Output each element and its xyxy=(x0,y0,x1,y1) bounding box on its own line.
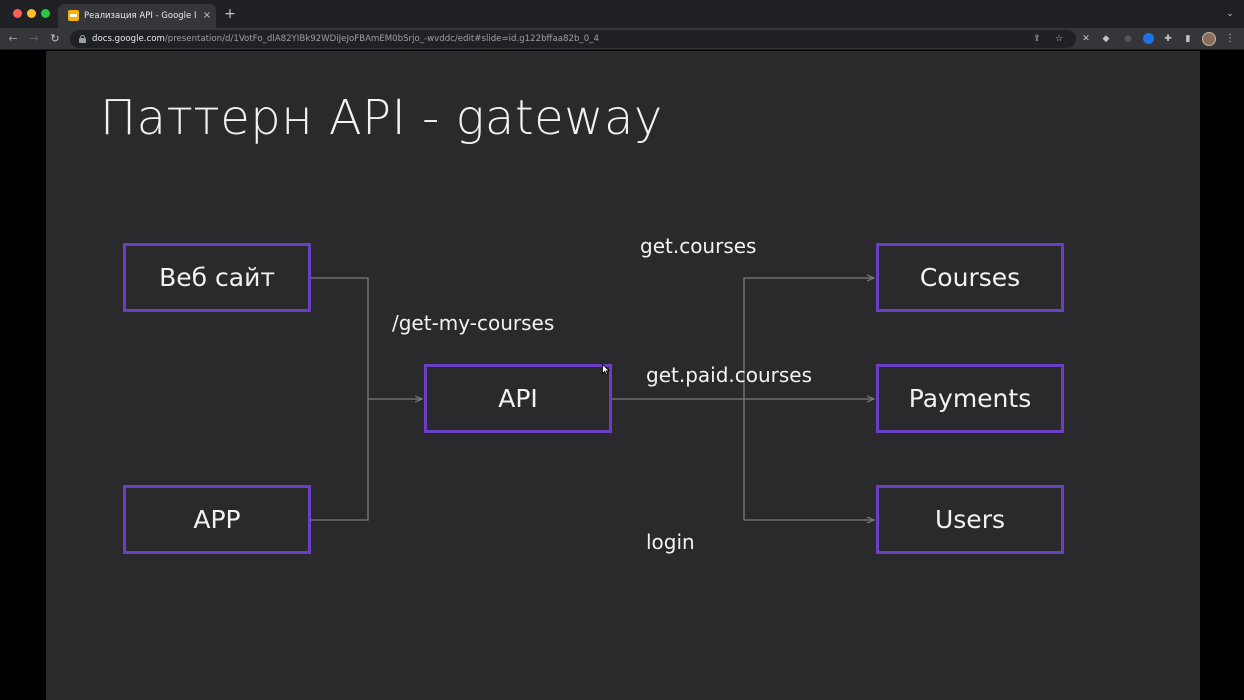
node-app: APP xyxy=(123,485,311,554)
connector-app-api xyxy=(311,399,369,521)
browser-toolbar: ← → ↻ docs.google.com/presentation/d/1Vo… xyxy=(0,28,1244,50)
slide-title: Паттерн API - gateway xyxy=(100,90,663,146)
tab-close-icon[interactable]: × xyxy=(202,10,212,21)
node-website: Веб сайт xyxy=(123,243,311,312)
lock-icon[interactable] xyxy=(79,35,86,43)
new-tab-button[interactable]: + xyxy=(224,6,236,22)
url-path: /presentation/d/1VotFo_dlA82YIBk92WDiJeJ… xyxy=(164,34,599,44)
google-slides-icon xyxy=(68,10,79,21)
profile-avatar[interactable] xyxy=(1202,32,1216,46)
slide: Паттерн API - gateway Веб сайт APP API C… xyxy=(46,51,1200,700)
reload-button[interactable]: ↻ xyxy=(50,32,60,45)
presentation-viewport: Паттерн API - gateway Веб сайт APP API C… xyxy=(0,51,1244,700)
window-close-button[interactable] xyxy=(13,9,22,18)
label-get-my-courses: /get-my-courses xyxy=(392,311,555,335)
url-host: docs.google.com xyxy=(92,34,165,44)
address-bar[interactable]: docs.google.com/presentation/d/1VotFo_dl… xyxy=(70,30,1076,48)
side-panel-icon[interactable]: ▮ xyxy=(1185,34,1191,44)
node-payments: Payments xyxy=(876,364,1064,433)
bookmark-star-icon[interactable]: ☆ xyxy=(1054,34,1064,44)
window-minimize-button[interactable] xyxy=(27,9,36,18)
browser-tab-active[interactable]: Реализация API - Google Пре × xyxy=(58,4,216,28)
window-maximize-button[interactable] xyxy=(41,9,50,18)
browser-menu-icon[interactable]: ⋮ xyxy=(1225,33,1235,44)
back-button[interactable]: ← xyxy=(8,32,18,45)
extension-translate-icon[interactable]: ✕ xyxy=(1082,34,1090,44)
label-login: login xyxy=(646,530,695,554)
share-icon[interactable]: ⇪ xyxy=(1033,34,1041,44)
node-api: API xyxy=(424,364,612,433)
label-get-courses: get.courses xyxy=(640,234,757,258)
connector-api-courses xyxy=(743,278,874,520)
tab-title: Реализация API - Google Пре xyxy=(84,11,196,21)
connector-website-api xyxy=(311,277,369,399)
node-users: Users xyxy=(876,485,1064,554)
label-get-paid-courses: get.paid.courses xyxy=(646,363,813,387)
tab-search-chevron-icon[interactable]: ⌄ xyxy=(1226,9,1234,19)
extension-diamond-icon[interactable]: ◆ xyxy=(1102,34,1110,44)
url-text[interactable]: docs.google.com/presentation/d/1VotFo_dl… xyxy=(92,32,692,46)
node-courses: Courses xyxy=(876,243,1064,312)
mouse-cursor-icon xyxy=(602,364,610,376)
connector-lines xyxy=(311,51,1200,700)
extension-hidden-icon[interactable]: ● xyxy=(1124,34,1132,44)
forward-button[interactable]: → xyxy=(29,32,39,45)
tab-bar: Реализация API - Google Пре × + ⌄ xyxy=(0,0,1244,28)
extensions-puzzle-icon[interactable]: ✚ xyxy=(1164,34,1172,44)
extension-blue-icon[interactable] xyxy=(1141,32,1155,46)
